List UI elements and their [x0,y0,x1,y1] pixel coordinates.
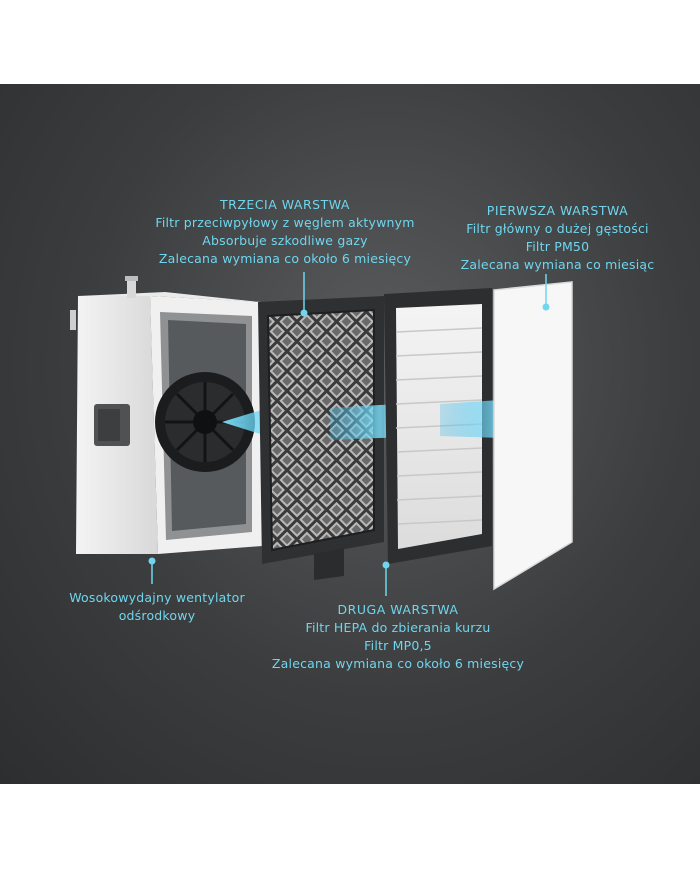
first-layer-title: PIERWSZA WARSTWA [486,203,629,218]
second-layer-line-1: Filtr HEPA do zbierania kurzu [305,620,491,635]
first-layer-line-3: Zalecana wymiana co miesiąc [460,257,655,272]
third-layer-callout: TRZECIA WARSTWA Filtr przeciwpyłowy z wę… [150,196,420,268]
second-layer-filter [384,288,492,564]
fan-callout: Wosokowydajny wentylator odśrodkowy [62,589,252,625]
second-layer-title: DRUGA WARSTWA [337,602,459,617]
second-layer-line-3: Zalecana wymiana co około 6 miesięcy [271,656,525,671]
fan-line-1: Wosokowydajny wentylator [69,590,245,605]
third-layer-line-1: Filtr przeciwpyłowy z węglem aktywnym [155,215,415,230]
third-layer-line-3: Zalecana wymiana co około 6 miesięcy [158,251,412,266]
filter-layers-diagram [70,272,573,596]
fan-line-2: odśrodkowy [118,608,196,623]
third-layer-title: TRZECIA WARSTWA [220,197,350,212]
third-layer-line-2: Absorbuje szkodliwe gazy [202,233,368,248]
fan-housing [70,276,262,554]
second-layer-callout: DRUGA WARSTWA Filtr HEPA do zbierania ku… [262,601,534,673]
first-layer-line-2: Filtr PM50 [525,239,590,254]
callout-connectors [148,272,550,596]
product-illustration-panel: TRZECIA WARSTWA Filtr przeciwpyłowy z wę… [0,84,700,784]
first-layer-callout: PIERWSZA WARSTWA Filtr główny o dużej gę… [455,202,660,274]
third-layer-filter [258,296,384,580]
first-layer-line-1: Filtr główny o dużej gęstości [466,221,649,236]
first-layer-filter [493,281,573,591]
second-layer-line-2: Filtr MP0,5 [364,638,432,653]
